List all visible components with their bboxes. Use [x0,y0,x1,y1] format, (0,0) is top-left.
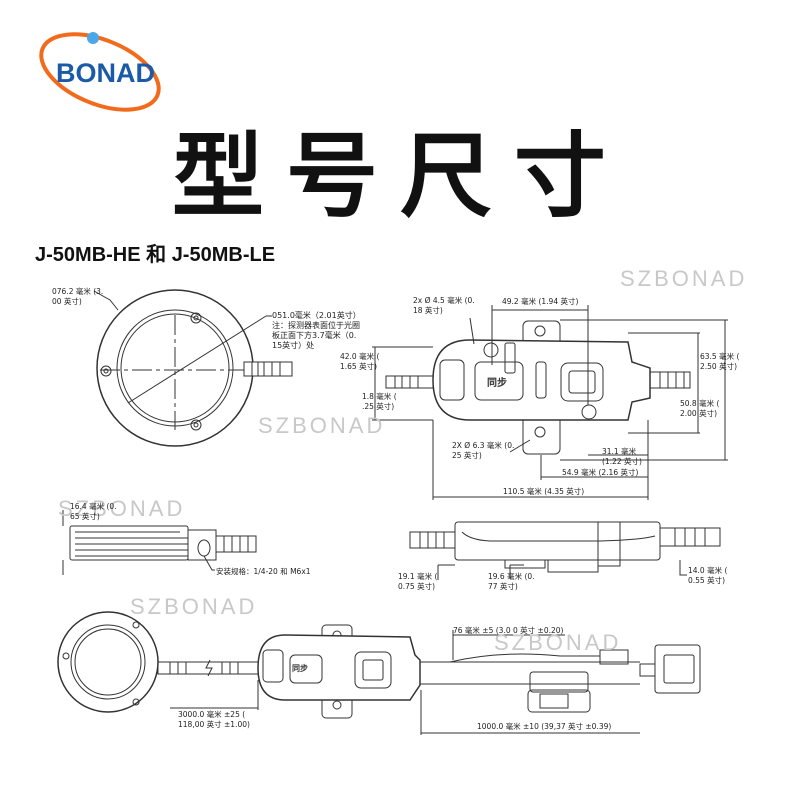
sync-label: 同步 [487,378,507,389]
output-length-label: 1000.0 毫米 ±10 (39,37 英寸 ±0.39) [477,722,612,731]
total-height-label: 63.5 毫米 ( 2.50 英寸) [700,352,740,371]
cable-length-label: 3000.0 毫米 ±25 ( 118,00 英寸 ±1.00) [178,710,250,729]
svg-text:BONAD: BONAD [56,58,155,88]
module-top-view [372,305,728,500]
sync-label-assembly: 同步 [292,664,308,673]
full-assembly-view [57,611,701,735]
outer-diameter-label: 076.2 毫米 (3. 00 英寸) [52,287,104,306]
branch-length-label: 76 毫米 ±5 (3.0 0 英寸 ±0.20) [453,626,564,635]
mount-spec-label: 安装规格：1/4-20 和 M6x1 [216,567,311,576]
detector-side-view [62,510,257,575]
watermark: SZBONAD [494,630,622,655]
aperture-note-label: 051.0毫米（2.01英寸） 注：探测器表面位于光圈 板正面下方3.7毫米（0… [272,311,361,350]
watermark: SZBONAD [130,594,258,619]
offset-label: 1.8 毫米 ( .25 英寸) [362,392,397,411]
dim-54-label: 54.9 毫米 (2.16 英寸) [562,468,639,477]
dim-14-label: 14.0 毫米 ( 0.55 英寸) [688,566,728,585]
inner-height-label: 50.8 毫米 ( 2.00 英寸) [680,399,720,418]
small-hole-label: 2x Ø 4.5 毫米 (0. 18 英寸) [413,296,475,315]
watermark: SZBONAD [58,496,186,521]
watermark: SZBONAD [620,266,748,291]
hole-spacing-label: 49.2 毫米 (1.94 英寸) [502,297,579,306]
page-title: 型号尺寸 [171,123,628,230]
model-subtitle: J-50MB-HE 和 J-50MB-LE [35,244,276,266]
module-side-view [409,521,721,580]
detector-front-view [93,289,293,447]
length-label: 110.5 毫米 (4.35 英寸) [503,487,585,496]
large-hole-label: 2X Ø 6.3 毫米 (0. 25 英寸) [452,441,515,460]
dim-19-6-label: 19.6 毫米 (0. 77 英寸) [488,572,535,591]
bonad-logo: BONAD [39,32,161,112]
watermark: SZBONAD [258,413,386,438]
dim-19-1-label: 19.1 毫米 ( 0.75 英寸) [398,572,438,591]
dim-31-label: 31.1 毫米 (1.22 英寸) [602,447,642,466]
thickness-label: 16.4 毫米 (0. 65 英寸) [70,502,117,521]
body-height-label: 42.0 毫米 ( 1.65 英寸) [340,352,380,371]
